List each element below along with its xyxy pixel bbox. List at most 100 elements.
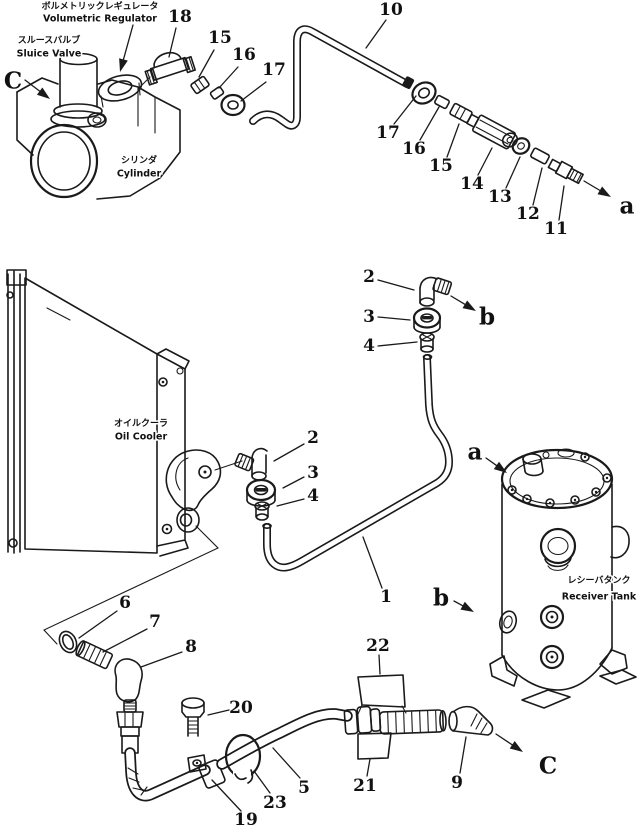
- part-callout-21: 21: [353, 776, 377, 796]
- callout-leader-23: [253, 770, 271, 794]
- sluice_valve-label-jp: スルースバルブ: [18, 34, 81, 46]
- callout-leader-9: [459, 736, 467, 774]
- pipe-1-bottom-end: [262, 522, 272, 529]
- callout-leader-8: [140, 651, 183, 668]
- view-letter-a: a: [468, 439, 483, 466]
- part-8-boot: [114, 658, 143, 703]
- tank-front-port-upper: [539, 604, 565, 630]
- view-arrow-line-b: [450, 295, 466, 305]
- part-13-washer: [511, 137, 531, 155]
- part-7-fitting: [75, 640, 114, 670]
- part-23-clamp: [224, 733, 262, 784]
- part-callout-13: 13: [488, 187, 512, 207]
- hose-bracket: [187, 754, 207, 773]
- part-callout-4: 4: [363, 336, 375, 356]
- part-callout-17: 17: [262, 60, 286, 80]
- callout-leader-10: [365, 19, 387, 49]
- fitting-chain: [411, 81, 584, 185]
- pipe-1: [262, 353, 453, 572]
- callout-leader-20: [207, 709, 230, 716]
- part-callout-19: 19: [234, 810, 258, 828]
- hose-assembly: [116, 674, 494, 802]
- callout-leader-15: [198, 49, 215, 78]
- part-15-ferrule: [190, 75, 210, 95]
- part-callout-2: 2: [363, 267, 375, 287]
- part-callout-16: 16: [232, 45, 256, 65]
- part-number-callouts: 1815161710171615141312112342341678201923…: [78, 0, 568, 828]
- callout-leader-4: [276, 498, 305, 507]
- pipe-1-top-end: [422, 353, 433, 360]
- part-9-elbow: [448, 705, 494, 736]
- callout-leader-22: [378, 654, 381, 675]
- cylinder-assembly: [16, 52, 181, 200]
- callout-leader-6: [78, 610, 118, 639]
- part-16b-sleeve: [434, 94, 450, 110]
- callout-leader-1: [362, 536, 383, 589]
- callout-leader-18: [168, 27, 177, 58]
- view-arrow-line-C: [495, 733, 513, 746]
- part-callout-15: 15: [208, 28, 232, 48]
- part-callout-15: 15: [429, 156, 453, 176]
- part-callout-22: 22: [366, 636, 390, 656]
- callout-leader-4: [377, 341, 418, 347]
- cylinder-bore: [29, 123, 99, 199]
- part-11-connector: [547, 158, 584, 185]
- part-20-bolt: [181, 697, 205, 737]
- callout-leader-7: [102, 628, 148, 653]
- part-callout-1: 1: [380, 587, 392, 607]
- part-6-oring: [58, 630, 78, 654]
- callout-leader-16: [218, 66, 239, 89]
- part-callout-11: 11: [544, 219, 568, 239]
- part-callout-3: 3: [307, 463, 319, 483]
- part-callout-16: 16: [402, 139, 426, 159]
- part-14-adapter: [466, 113, 516, 150]
- part-18-elbow-fitting: [144, 51, 197, 86]
- part-2-elbow: [419, 276, 453, 307]
- view-arrowhead-regulator: [119, 58, 128, 72]
- part-22-tag: [357, 674, 407, 715]
- tank-middle-boss: [539, 527, 577, 571]
- oil_cooler-label-en: Oil Cooler: [115, 432, 168, 443]
- callout-leader-3: [377, 316, 411, 321]
- part-2-elbow-mid: [234, 447, 268, 481]
- part-4-fitting: [419, 332, 435, 353]
- view-letter-b: b: [433, 585, 449, 612]
- cylinder-label-en: Cylinder: [117, 169, 162, 180]
- part-4-fitting-mid: [254, 501, 270, 521]
- part-callout-12: 12: [516, 204, 540, 224]
- callout-leader-17: [393, 95, 417, 125]
- fitting-set-top: [412, 276, 453, 353]
- receiver_tank-label-en: Receiver Tank: [562, 592, 637, 603]
- part-3-nut: [412, 307, 442, 334]
- oil-cooler-face: [24, 277, 158, 554]
- oil-cooler-elbow: [165, 449, 222, 533]
- tank-front-port-lower: [539, 644, 565, 670]
- view-arrowhead-C: [36, 87, 50, 99]
- callout-leader-19: [211, 779, 242, 812]
- fitting-set-mid: [234, 447, 277, 521]
- view-letter-C: C: [4, 68, 22, 95]
- callout-leader-2: [377, 279, 415, 291]
- callout-leader-3: [282, 476, 305, 489]
- part-callout-6: 6: [119, 593, 131, 613]
- part-callout-3: 3: [363, 307, 375, 327]
- hose-corrugated: [378, 709, 447, 735]
- view-arrow-line-regulator: [122, 24, 134, 61]
- tank-top-port: [522, 448, 575, 477]
- assembly-axis-line: [214, 460, 243, 471]
- receiver-tank: [489, 448, 637, 709]
- callout-leader-15: [446, 123, 460, 158]
- part-16-sleeve: [209, 86, 225, 100]
- part-callout-18: 18: [168, 7, 192, 27]
- tank-side-fitting: [498, 610, 518, 634]
- volumetric_regulator-label-jp: ボルメトリックレギュレータ: [42, 0, 159, 12]
- tank-dome: [500, 448, 614, 510]
- part-callout-14: 14: [460, 174, 484, 194]
- tank-nozzle: [610, 525, 630, 559]
- view-arrowhead-a: [597, 186, 611, 197]
- view-arrowhead-a: [493, 461, 507, 473]
- view-arrow-line-a: [485, 457, 498, 467]
- sluice_valve-label-en: Sluice Valve: [17, 49, 82, 60]
